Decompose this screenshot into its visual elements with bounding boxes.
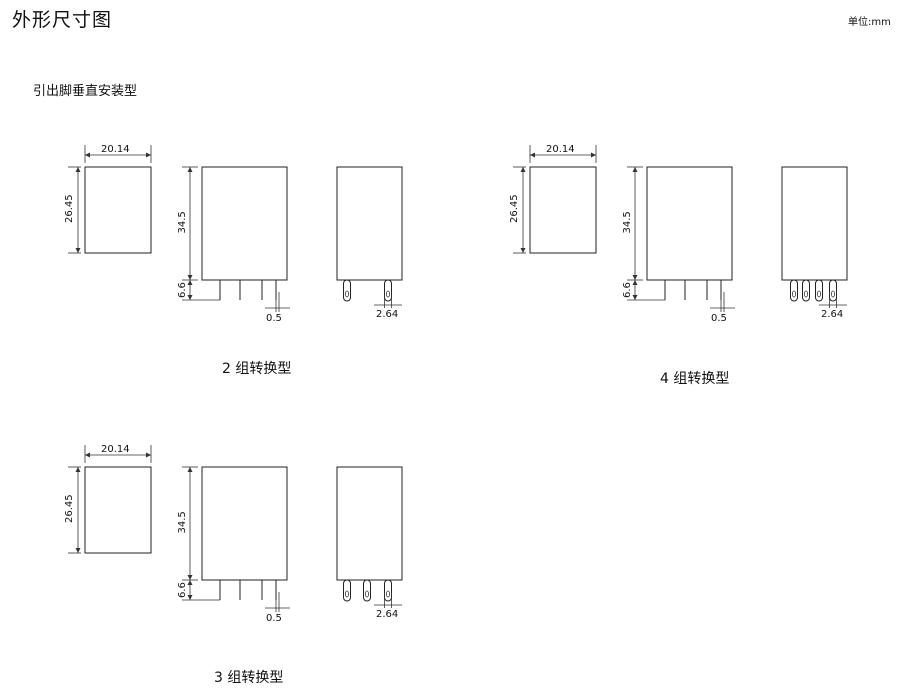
side-view-outline — [201, 166, 288, 281]
pin-front — [802, 279, 810, 302]
unit-label: 单位:mm — [848, 17, 891, 28]
dim-pin-length: 6.6 — [622, 282, 633, 298]
pin-front — [815, 279, 823, 302]
side-view-outline — [201, 466, 288, 581]
caption-four-pole: 4 组转换型 — [660, 371, 730, 387]
pin-front — [343, 579, 351, 602]
top-view-outline — [84, 466, 152, 554]
dim-height: 34.5 — [622, 211, 633, 233]
caption-three-pole: 3 组转换型 — [214, 670, 284, 686]
pin-hole — [385, 590, 390, 598]
pin-hole — [344, 590, 349, 598]
dim-pin-pitch: 2.64 — [376, 609, 398, 620]
dim-top-width: 20.14 — [101, 144, 130, 155]
top-view-outline — [529, 166, 597, 254]
pin-front — [384, 279, 392, 302]
dim-top-width: 20.14 — [546, 144, 575, 155]
pin-front — [343, 279, 351, 302]
front-view-outline — [336, 466, 403, 581]
drawing-three-pole: 20.14 26.45 34.5 6.6 0.5 2.64 — [64, 444, 403, 624]
pin-front — [384, 579, 392, 602]
pin-hole — [364, 590, 369, 598]
dim-top-depth: 26.45 — [509, 194, 520, 223]
dim-pin-length: 6.6 — [177, 282, 188, 298]
drawing-four-pole: 20.14 26.45 34.5 6.6 0.5 2.64 — [509, 144, 848, 324]
dim-pin-thickness: 0.5 — [266, 313, 282, 324]
drawing-two-pole: 20.14 26.45 34.5 6.6 0.5 2.64 — [64, 144, 403, 324]
pin-hole — [344, 290, 349, 298]
dim-top-depth: 26.45 — [64, 194, 75, 223]
dim-pin-thickness: 0.5 — [711, 313, 727, 324]
pin-front — [790, 279, 798, 302]
pin-front — [363, 579, 371, 602]
dim-height: 34.5 — [177, 511, 188, 533]
dim-pin-length: 6.6 — [177, 582, 188, 598]
mounting-type-label: 引出脚垂直安装型 — [33, 84, 138, 99]
front-view-outline — [781, 166, 848, 281]
pin-front — [829, 279, 837, 302]
dim-pin-pitch: 2.64 — [821, 309, 843, 320]
dim-pin-thickness: 0.5 — [266, 613, 282, 624]
dim-top-depth: 26.45 — [64, 494, 75, 523]
front-view-outline — [336, 166, 403, 281]
dim-top-width: 20.14 — [101, 444, 130, 455]
pin-hole — [803, 290, 808, 298]
top-view-outline — [84, 166, 152, 254]
pin-hole — [791, 290, 796, 298]
pin-hole — [830, 290, 835, 298]
dim-height: 34.5 — [177, 211, 188, 233]
pin-hole — [816, 290, 821, 298]
side-view-outline — [646, 166, 733, 281]
pin-hole — [385, 290, 390, 298]
caption-two-pole: 2 组转换型 — [222, 361, 292, 377]
dim-pin-pitch: 2.64 — [376, 309, 398, 320]
page-title: 外形尺寸图 — [12, 9, 113, 31]
